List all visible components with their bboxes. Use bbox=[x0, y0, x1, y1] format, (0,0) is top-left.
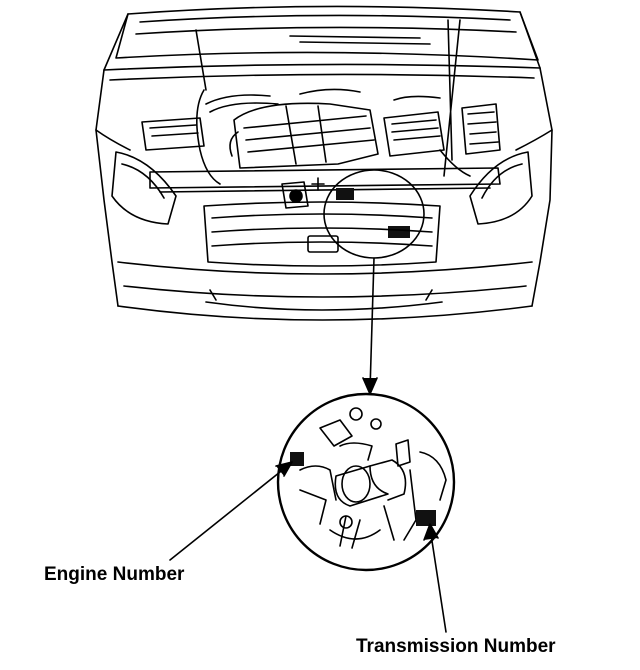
body-outline bbox=[96, 68, 552, 306]
transmission-number-leader bbox=[424, 524, 446, 632]
grille bbox=[204, 202, 440, 266]
transmission-number-plate-marker bbox=[388, 226, 410, 238]
zoom-arrow bbox=[363, 258, 377, 394]
transmission-number-label: Transmission Number bbox=[356, 636, 556, 657]
front-bumper bbox=[118, 262, 532, 320]
vehicle-front bbox=[96, 6, 552, 320]
engine-number-plate-marker bbox=[336, 188, 354, 200]
detail-engine-plate bbox=[290, 452, 304, 466]
engine-components bbox=[142, 89, 500, 238]
detail-view bbox=[278, 394, 454, 570]
badge bbox=[308, 236, 338, 252]
cowl bbox=[104, 64, 540, 80]
engine-number-label: Engine Number bbox=[44, 564, 185, 585]
detail-components bbox=[290, 408, 446, 548]
oil-cap bbox=[282, 178, 324, 208]
detail-transmission-plate bbox=[416, 510, 436, 526]
raised-hood bbox=[104, 6, 540, 176]
detail-view-circle bbox=[278, 394, 454, 570]
engine-number-leader bbox=[170, 462, 292, 560]
headlights bbox=[112, 152, 532, 224]
